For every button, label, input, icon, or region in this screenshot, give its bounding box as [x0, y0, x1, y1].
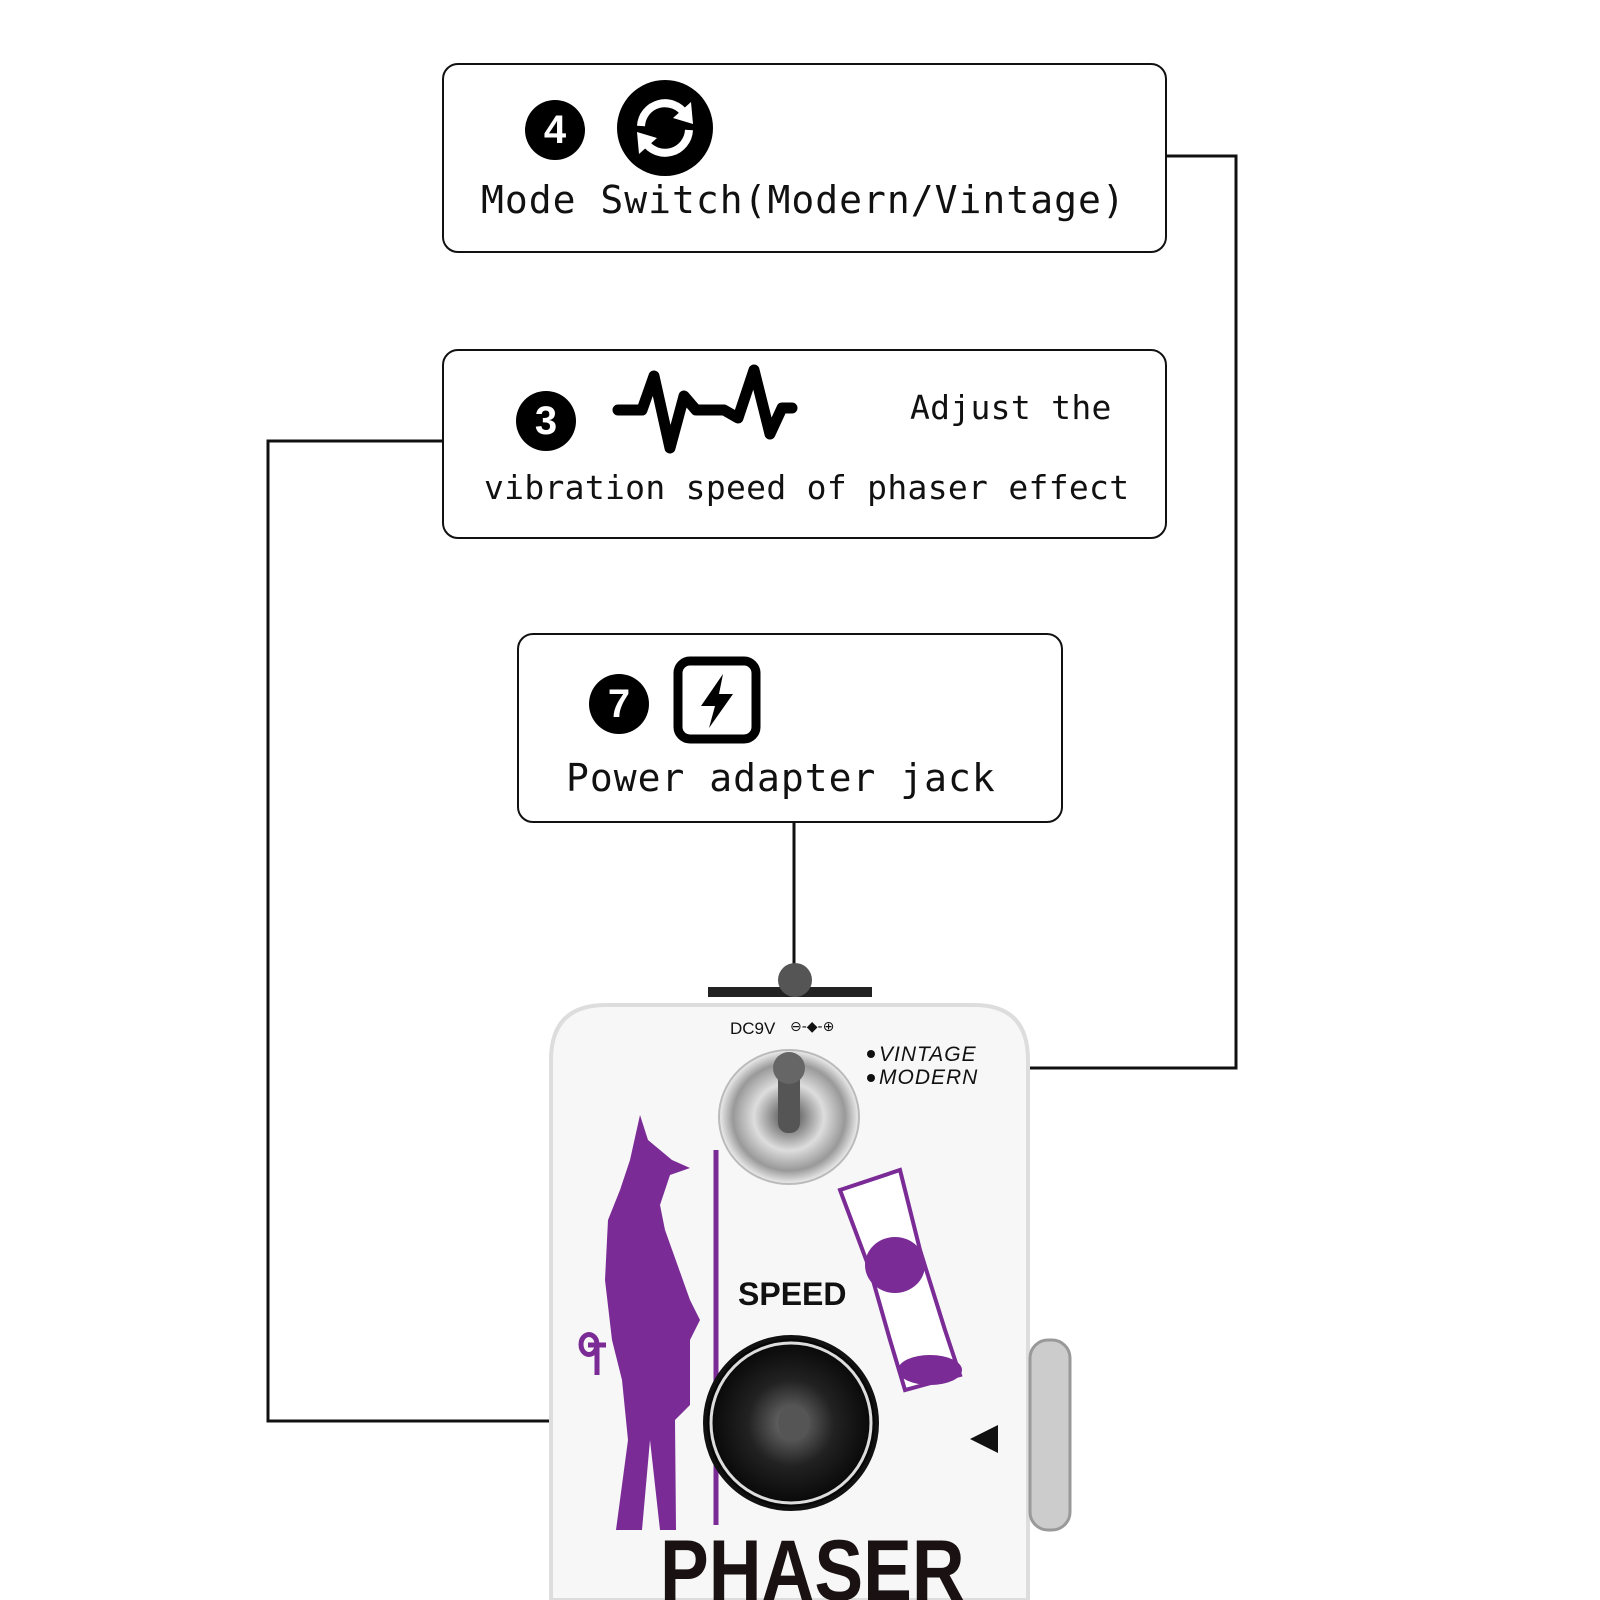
- refresh-icon: [617, 80, 713, 176]
- connector-speed-knob: [266, 439, 794, 1423]
- ankh-artwork: [578, 1332, 606, 1375]
- number-badge-3: 3: [516, 391, 576, 451]
- anubis-artwork: [605, 1115, 700, 1530]
- side-jack: [1028, 1338, 1072, 1532]
- power-jack-label: Power adapter jack: [566, 756, 996, 800]
- knob-label: SPEED: [738, 1276, 847, 1312]
- polarity-symbol: ⊖-◆-⊕: [790, 1019, 835, 1035]
- speed-label-line1: Adjust the: [910, 388, 1112, 427]
- number-badge-7: 7: [589, 674, 649, 734]
- number-badge-4: 4: [525, 100, 585, 160]
- knob-marker: [778, 1405, 810, 1441]
- power-label: DC9V: [730, 1019, 776, 1038]
- pedal-name: PHASER: [660, 1523, 965, 1600]
- mode-vintage-label: VINTAGE: [879, 1043, 977, 1066]
- waveform-icon: [612, 364, 798, 454]
- led-indicator-arrow: [970, 1425, 998, 1453]
- speed-label-line2: vibration speed of phaser effect: [484, 468, 1130, 507]
- mode-modern-label: MODERN: [879, 1066, 979, 1089]
- power-jack-marker: [778, 963, 812, 997]
- mode-switch-label: Mode Switch(Modern/Vintage): [481, 178, 1126, 222]
- lightning-icon: [673, 656, 761, 744]
